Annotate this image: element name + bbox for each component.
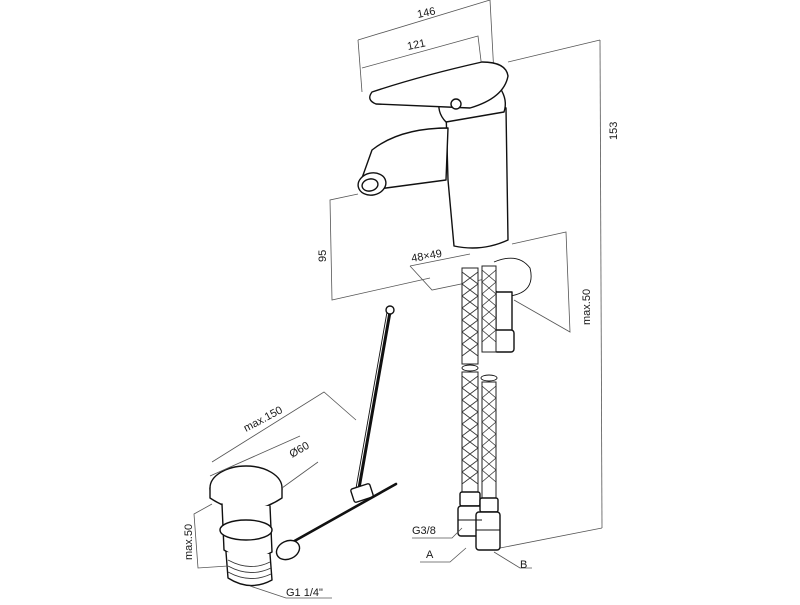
rod-clamp — [350, 483, 374, 503]
dim-153-label: 153 — [608, 122, 620, 140]
pivot-housing — [275, 539, 301, 561]
lever-pivot — [450, 98, 462, 110]
pull-rod-knob — [385, 305, 395, 315]
waste-thread — [225, 551, 273, 587]
waste-thread-label: G1 1/4" — [286, 587, 323, 599]
linkage-rod — [280, 482, 398, 550]
mounting-nut — [493, 329, 515, 353]
hose-a-fitting — [459, 491, 481, 507]
spray-nozzle-inner — [361, 178, 379, 192]
dim-waste-max50-label: max.50 — [183, 524, 195, 560]
hose-thread-label: G3/8 — [412, 525, 436, 537]
dimension-deck-max50: max.50 — [511, 231, 593, 333]
popup-waste — [209, 305, 398, 587]
callout-a: A — [426, 549, 434, 561]
dim-deck-max50-label: max.50 — [581, 289, 593, 325]
callout-b: B — [520, 559, 527, 571]
dimension-153: 153 — [499, 39, 620, 549]
hose-b-upper — [481, 265, 497, 353]
hose-a-upper — [461, 267, 479, 365]
hose-b-fitting — [479, 497, 499, 513]
hose-b-nut — [475, 511, 501, 551]
supply-hoses — [457, 265, 501, 551]
bidet-faucet — [357, 61, 532, 353]
lever-handle — [369, 61, 509, 109]
dim-d60-label: Ø60 — [288, 440, 312, 461]
dim-95-label: 95 — [317, 250, 329, 262]
dimension-95: 95 — [317, 193, 431, 301]
hose-labels: G3/8 A B — [412, 525, 532, 571]
pull-rod — [356, 310, 392, 496]
faucet-column — [445, 103, 509, 249]
deck-cutout — [493, 257, 532, 297]
dim-146-label: 146 — [416, 5, 436, 21]
dim-121-label: 121 — [406, 37, 426, 53]
dim-48x49-label: 48×49 — [410, 248, 443, 265]
